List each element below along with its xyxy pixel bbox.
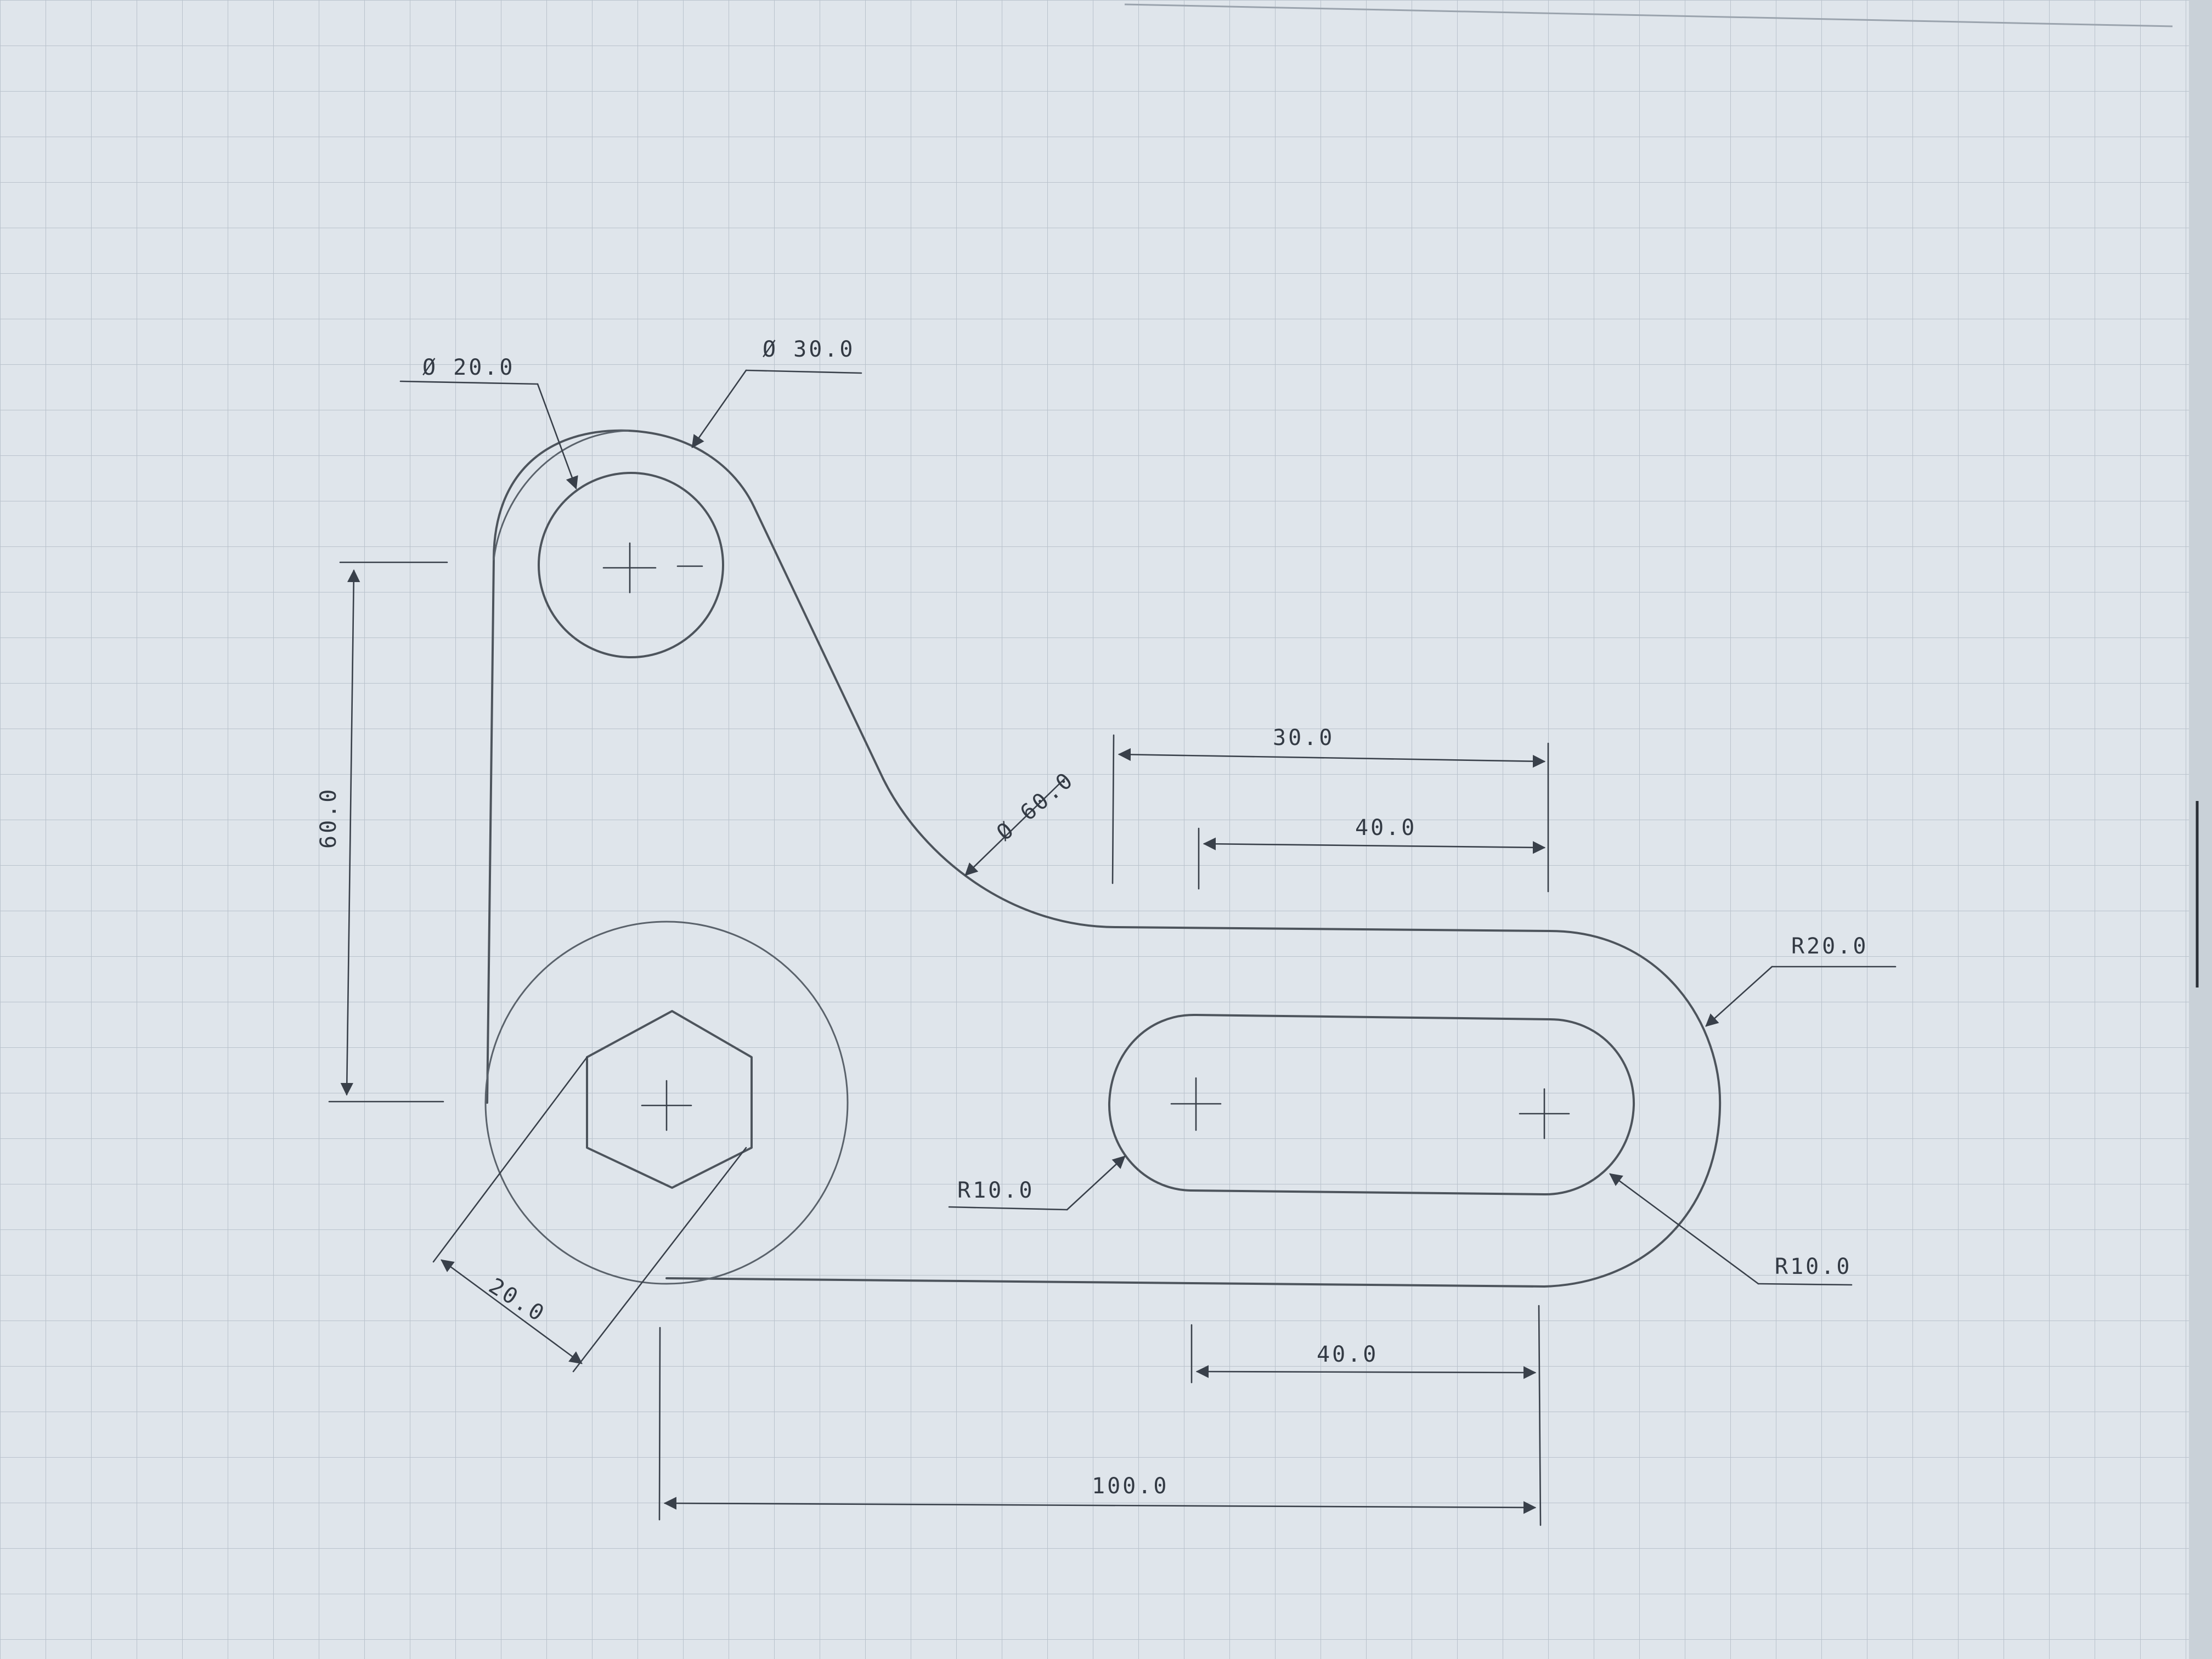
label-bottom-length-a: 40.0: [1317, 1342, 1378, 1367]
dim-dia-small-hole: Ø 20.0: [399, 355, 578, 490]
dim-top-length-b: 40.0: [1198, 815, 1546, 890]
center-mark-hex: [641, 1080, 692, 1131]
center-mark-hole: [602, 542, 703, 594]
label-bottom-length-b: 100.0: [1092, 1474, 1169, 1499]
dim-bottom-length-a: 40.0: [1190, 1305, 1542, 1526]
center-mark-slot-left: [1170, 1077, 1222, 1131]
center-mark-slot-right: [1519, 1088, 1570, 1139]
label-top-length-a: 30.0: [1273, 725, 1334, 751]
label-dia-small-hole: Ø 20.0: [422, 355, 515, 380]
hex-boss-circle: [484, 921, 849, 1285]
dim-top-length-a: 30.0: [1111, 725, 1549, 893]
dim-height: 60.0: [316, 561, 448, 1103]
dim-slot-radius-right: R10.0: [1609, 1173, 1853, 1286]
sheet-top-border: [1124, 3, 2173, 27]
slot-outline: [1108, 1013, 1635, 1196]
label-top-length-b: 40.0: [1355, 815, 1417, 840]
dim-slot-radius-left: R10.0: [948, 1155, 1126, 1211]
part-outline: [486, 429, 1722, 1288]
small-hole-circle: [538, 472, 724, 658]
label-height: 60.0: [316, 787, 341, 849]
top-boss-arc: [493, 430, 629, 561]
page-edge-shadow: [2189, 0, 2212, 1659]
label-slot-radius-left: R10.0: [957, 1178, 1034, 1203]
label-dia-boss: Ø 30.0: [763, 337, 855, 362]
label-outer-radius: R20.0: [1791, 934, 1868, 959]
label-slot-radius-right: R10.0: [1775, 1254, 1852, 1279]
dim-dia-boss: Ø 30.0: [691, 337, 862, 448]
dim-bottom-length-b: 100.0: [658, 1327, 1537, 1521]
dim-outer-radius: R20.0: [1705, 934, 1897, 1027]
